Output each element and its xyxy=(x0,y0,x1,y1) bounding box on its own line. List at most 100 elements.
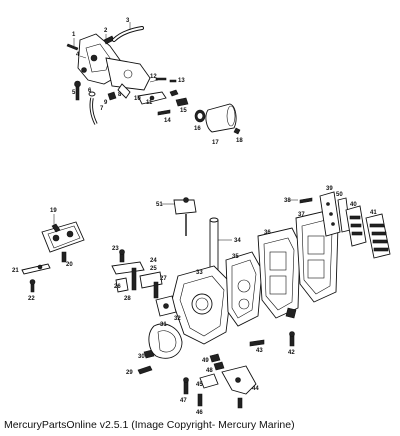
callout-33: 33 xyxy=(196,270,203,276)
callout-19: 19 xyxy=(50,208,57,214)
plate-inner-19 xyxy=(47,225,81,249)
callout-22: 22 xyxy=(28,296,35,302)
callout-43: 43 xyxy=(256,348,263,354)
reed-assembly-part-41 xyxy=(365,213,391,259)
callout-23: 23 xyxy=(112,246,119,252)
callout-3: 3 xyxy=(126,18,130,24)
center-rod-assembly xyxy=(162,197,232,285)
arm-part-8 xyxy=(117,83,131,99)
cup-part-17 xyxy=(205,103,237,133)
link-part-21 xyxy=(21,263,51,275)
leader-4 xyxy=(79,55,87,59)
reed-slot-41b xyxy=(371,231,387,236)
callout-35: 35 xyxy=(232,254,239,260)
callout-40: 40 xyxy=(350,202,357,208)
hose-part-3-highlight xyxy=(113,27,143,41)
callout-37: 37 xyxy=(298,212,305,218)
pin-part-13 xyxy=(169,79,177,83)
screw-part-43 xyxy=(249,339,265,347)
reed-slot-41a xyxy=(369,223,385,228)
screw-part-20-left xyxy=(61,251,67,263)
reed-window-37a xyxy=(307,235,325,255)
plate-assembly-19 xyxy=(21,214,85,293)
bracket-knob-51 xyxy=(183,197,189,203)
callout-14: 14 xyxy=(164,118,171,124)
callout-12: 12 xyxy=(150,74,157,80)
cup-rim-part-17 xyxy=(226,105,236,127)
bracket-hole xyxy=(81,67,87,73)
screw-part-38 xyxy=(299,197,313,204)
reed-plate-hole-39a xyxy=(326,202,330,206)
callout-51: 51 xyxy=(156,202,163,208)
link-part-28 xyxy=(115,277,129,293)
callout-50: 50 xyxy=(336,192,343,198)
callout-38: 38 xyxy=(284,198,291,204)
lever-pin-part-11 xyxy=(149,95,155,101)
callout-24: 24 xyxy=(150,258,157,264)
screw-head-23 xyxy=(119,249,125,255)
callout-42: 42 xyxy=(288,350,295,356)
callout-4: 4 xyxy=(76,52,80,58)
bolt-part-12 xyxy=(155,77,167,81)
plate-part-19 xyxy=(41,221,85,253)
housing-inner-33 xyxy=(179,275,225,337)
link-part-45 xyxy=(199,373,219,389)
callout-15: 15 xyxy=(180,108,187,114)
plate-hole xyxy=(123,69,133,79)
callout-32: 32 xyxy=(174,316,181,322)
bracket-pin-32 xyxy=(163,303,169,309)
frame-inner-36 xyxy=(263,237,295,311)
lever-part-24 xyxy=(111,261,145,275)
cover-part-31 xyxy=(148,323,183,359)
callout-44: 44 xyxy=(252,386,259,392)
callout-1: 1 xyxy=(72,32,76,38)
seal-part-16-hole xyxy=(197,113,203,119)
callout-7: 7 xyxy=(100,106,104,112)
bracket-pivot xyxy=(90,54,98,62)
clip-part-30 xyxy=(143,349,155,359)
plate-bolt-19b xyxy=(66,230,74,238)
callout-21: 21 xyxy=(12,268,19,274)
leader-12 xyxy=(149,79,159,83)
reed-stop-slot-40b xyxy=(350,223,362,228)
screw-part-14 xyxy=(157,109,171,116)
screw-head-47 xyxy=(183,377,189,383)
screw-head-22 xyxy=(29,279,36,285)
throttle-linkage-assembly xyxy=(111,249,183,375)
reed-plate-hole-39b xyxy=(329,212,333,216)
callout-46: 46 xyxy=(196,410,203,416)
callout-11: 11 xyxy=(146,100,153,106)
callout-31: 31 xyxy=(160,322,167,328)
reed-plate-hole-39c xyxy=(331,222,335,226)
callout-13: 13 xyxy=(178,78,185,84)
shaft-part-25 xyxy=(131,267,137,291)
callout-29: 29 xyxy=(126,370,133,376)
callout-6: 6 xyxy=(88,88,92,94)
callout-2: 2 xyxy=(104,28,108,34)
callout-17: 17 xyxy=(212,140,219,146)
callout-labels: 1 2 3 4 5 6 7 8 9 10 11 12 13 14 15 16 1… xyxy=(12,18,377,416)
lever-pivot-44 xyxy=(235,377,241,383)
housing-bore-inner-33 xyxy=(195,297,209,311)
reed-stop-slot-40c xyxy=(351,231,363,236)
callout-28: 28 xyxy=(124,296,131,302)
screw-part-46 xyxy=(197,393,203,407)
callout-18: 18 xyxy=(236,138,243,144)
tube-part-7-highlight xyxy=(90,97,97,125)
callout-47: 47 xyxy=(180,398,187,404)
callout-20: 20 xyxy=(66,262,73,268)
callout-5: 5 xyxy=(72,90,76,96)
screw-head-42 xyxy=(289,331,295,337)
callout-8: 8 xyxy=(118,92,122,98)
reed-window-37b xyxy=(307,259,325,279)
callout-9: 9 xyxy=(104,100,108,106)
callout-34: 34 xyxy=(234,238,241,244)
washer-part-6 xyxy=(88,91,96,97)
callout-30: 30 xyxy=(138,354,145,360)
clip-part-49 xyxy=(209,353,221,363)
gasket-port-35a xyxy=(237,279,251,293)
cam-part-26 xyxy=(139,271,163,289)
mounting-plate xyxy=(105,57,151,91)
